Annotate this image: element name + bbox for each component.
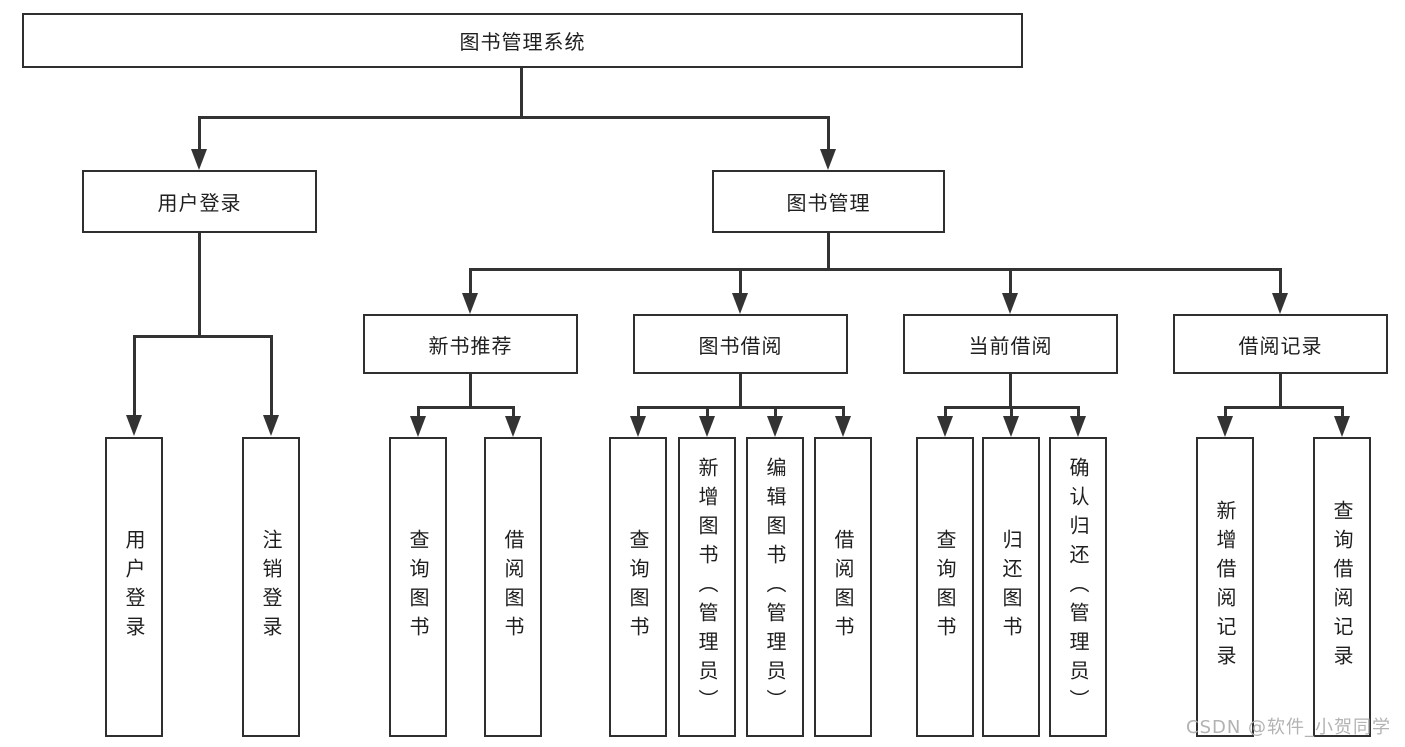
connector-line — [512, 406, 515, 418]
connector-line — [198, 116, 201, 152]
connector-arrow-down — [191, 149, 207, 170]
leaf-query-books: 查询图书 — [609, 437, 667, 737]
leaf-label: 查询图书 — [626, 529, 650, 645]
connector-line — [1224, 406, 1227, 418]
connector-line — [198, 116, 830, 119]
leaf-borrow-books: 借阅图书 — [484, 437, 542, 737]
node-new-book-recommend: 新书推荐 — [363, 314, 578, 374]
node-user-login: 用户登录 — [82, 170, 317, 233]
node-label: 新书推荐 — [428, 333, 513, 358]
leaf-label: 用户登录 — [122, 529, 146, 645]
csdn-watermark: CSDN @软件_小贺同学 — [1186, 717, 1392, 738]
connector-line — [842, 406, 845, 418]
connector-line — [469, 268, 1282, 271]
node-current-borrow: 当前借阅 — [903, 314, 1118, 374]
connector-line — [739, 268, 742, 296]
node-root-label: 图书管理系统 — [459, 30, 586, 54]
leaf-borrow-books: 借阅图书 — [814, 437, 872, 737]
connector-arrow-down — [1217, 416, 1233, 437]
connector-arrow-down — [1334, 416, 1350, 437]
connector-line — [469, 374, 472, 409]
connector-arrow-down — [263, 415, 279, 436]
leaf-label: 查询图书 — [933, 529, 957, 645]
connector-arrow-down — [820, 149, 836, 170]
node-book-management: 图书管理 — [712, 170, 945, 233]
leaf-label: 归还图书 — [999, 529, 1023, 645]
connector-line — [827, 233, 830, 271]
connector-line — [1341, 406, 1344, 418]
leaf-query-books: 查询图书 — [916, 437, 974, 737]
leaf-label: 借阅图书 — [501, 529, 525, 645]
leaf-confirm-return-admin: 确认归还（管理员） — [1049, 437, 1107, 737]
connector-line — [417, 406, 420, 418]
leaf-logout: 注销登录 — [242, 437, 300, 737]
leaf-label: 新增借阅记录 — [1213, 500, 1237, 674]
leaf-add-books-admin: 新增图书（管理员） — [678, 437, 736, 737]
connector-arrow-down — [462, 293, 478, 314]
connector-arrow-down — [505, 416, 521, 437]
node-book-borrow: 图书借阅 — [633, 314, 848, 374]
connector-line — [133, 335, 273, 338]
leaf-query-books: 查询图书 — [389, 437, 447, 737]
connector-arrow-down — [767, 416, 783, 437]
node-borrow-record: 借阅记录 — [1173, 314, 1388, 374]
connector-line — [1279, 374, 1282, 409]
connector-line — [1009, 268, 1012, 296]
connector-arrow-down — [937, 416, 953, 437]
connector-arrow-down — [630, 416, 646, 437]
connector-arrow-down — [1002, 293, 1018, 314]
node-label: 借阅记录 — [1238, 333, 1323, 358]
connector-arrow-down — [732, 293, 748, 314]
leaf-return-books: 归还图书 — [982, 437, 1040, 737]
leaf-label: 编辑图书（管理员） — [763, 456, 787, 718]
connector-line — [1224, 406, 1344, 409]
node-label: 用户登录 — [157, 191, 242, 215]
connector-line — [739, 374, 742, 409]
connector-line — [1010, 406, 1013, 418]
leaf-query-borrow-record: 查询借阅记录 — [1313, 437, 1371, 737]
leaf-label: 查询图书 — [406, 529, 430, 645]
leaf-add-borrow-record: 新增借阅记录 — [1196, 437, 1254, 737]
connector-arrow-down — [1070, 416, 1086, 437]
connector-line — [198, 233, 201, 338]
connector-line — [827, 116, 830, 152]
connector-arrow-down — [126, 415, 142, 436]
connector-line — [469, 268, 472, 296]
connector-line — [637, 406, 640, 418]
leaf-label: 查询借阅记录 — [1330, 500, 1354, 674]
connector-arrow-down — [1272, 293, 1288, 314]
leaf-user-login: 用户登录 — [105, 437, 163, 737]
connector-arrow-down — [1003, 416, 1019, 437]
connector-line — [1077, 406, 1080, 418]
leaf-label: 确认归还（管理员） — [1066, 456, 1090, 718]
node-label: 当前借阅 — [968, 333, 1053, 358]
connector-line — [774, 406, 777, 418]
node-label: 图书借阅 — [698, 333, 783, 358]
connector-arrow-down — [835, 416, 851, 437]
node-root: 图书管理系统 — [22, 13, 1023, 68]
connector-arrow-down — [699, 416, 715, 437]
connector-line — [520, 68, 523, 119]
leaf-label: 新增图书（管理员） — [695, 456, 719, 718]
connector-line — [637, 406, 845, 409]
connector-line — [706, 406, 709, 418]
connector-line — [944, 406, 947, 418]
connector-line — [1009, 374, 1012, 409]
connector-line — [270, 335, 273, 417]
connector-arrow-down — [410, 416, 426, 437]
connector-line — [1279, 268, 1282, 296]
leaf-edit-books-admin: 编辑图书（管理员） — [746, 437, 804, 737]
leaf-label: 借阅图书 — [831, 529, 855, 645]
connector-line — [417, 406, 515, 409]
node-label: 图书管理 — [786, 191, 871, 215]
connector-line — [133, 335, 136, 417]
leaf-label: 注销登录 — [259, 529, 283, 645]
